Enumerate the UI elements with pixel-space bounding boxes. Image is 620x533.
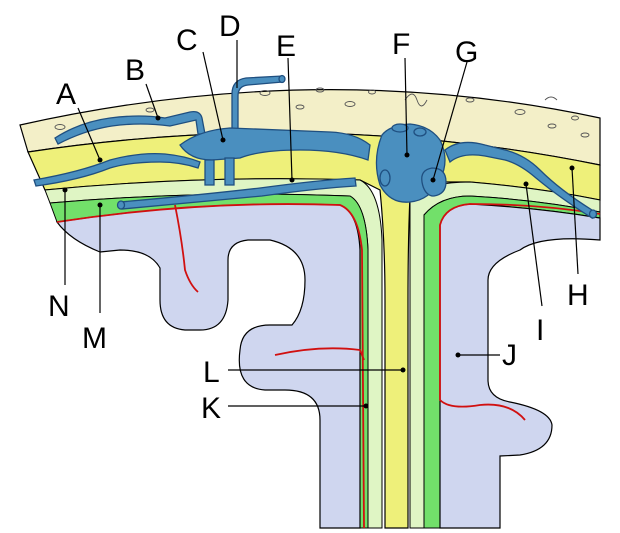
- cortex-right: [439, 203, 601, 529]
- labels: A B C D E F G H I J K L M N: [48, 10, 589, 425]
- leader-lines: [62, 40, 579, 409]
- vessel-meningeal-a: [33, 152, 201, 187]
- label-b: B: [125, 54, 145, 87]
- blood-vessels: [33, 74, 598, 220]
- vessel-diploic: [54, 110, 206, 145]
- label-n: N: [48, 290, 70, 323]
- label-d: D: [219, 10, 241, 43]
- label-f: F: [392, 28, 410, 61]
- label-h: H: [567, 279, 589, 312]
- bone-texture: [54, 87, 590, 138]
- label-i: I: [536, 314, 544, 347]
- pia-mater-line: [56, 203, 601, 529]
- label-l: L: [203, 356, 220, 389]
- vessel-e: [119, 177, 357, 210]
- label-j: J: [502, 339, 517, 372]
- label-e: E: [276, 30, 296, 63]
- label-m: M: [82, 322, 107, 355]
- label-k: K: [201, 392, 221, 425]
- vessel-meningeal-c: [179, 127, 371, 161]
- label-c: C: [176, 24, 198, 57]
- label-a: A: [56, 78, 76, 111]
- label-g: G: [455, 36, 478, 69]
